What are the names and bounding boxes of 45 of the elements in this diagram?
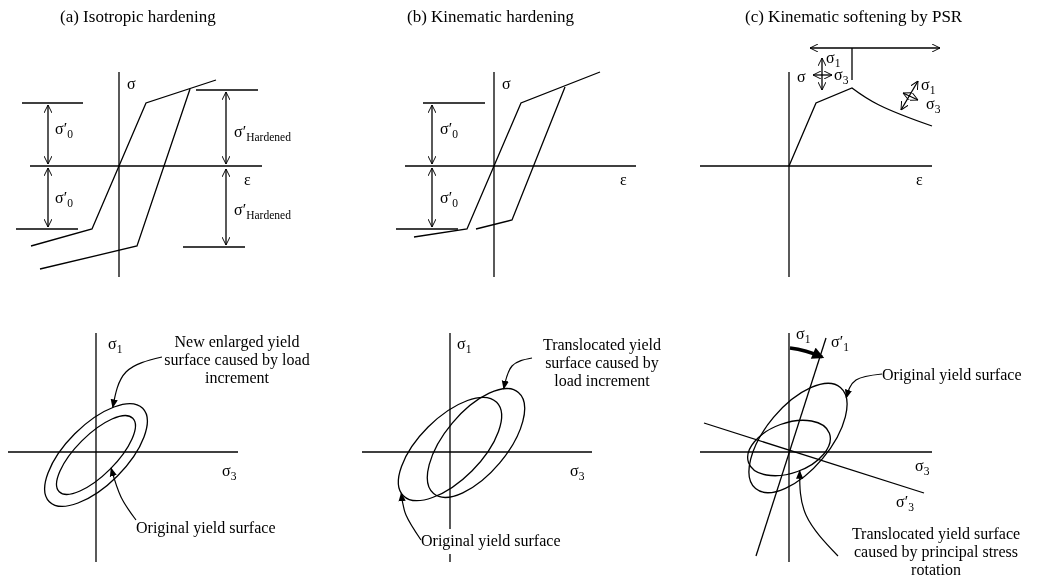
axis-label: ε — [916, 172, 923, 188]
stress-label: σ$_{1}$ — [921, 77, 936, 97]
stress-label: σ$_{3}$ — [834, 67, 849, 87]
leader-line — [110, 356, 163, 409]
axis-label: σ — [502, 76, 511, 92]
panel-title: (a) Isotropic hardening — [60, 8, 216, 25]
yield-surface-ellipse — [397, 396, 503, 502]
axis-label: σ′$_{1}$ — [831, 334, 849, 354]
axis-label: σ$_{1}$ — [108, 336, 123, 356]
yield-surface-ellipse — [747, 382, 848, 494]
panel-title: (b) Kinematic hardening — [407, 8, 575, 25]
axis-label: σ — [797, 69, 806, 85]
yield-surface-ellipse — [747, 419, 831, 477]
axis-label: σ — [127, 76, 136, 92]
stress-label: σ′$_{0}$ — [440, 121, 458, 141]
leader-line — [796, 469, 839, 557]
stress-label: σ′$_{Hardened}$ — [234, 124, 291, 144]
stress-label: σ′$_{0}$ — [55, 190, 73, 210]
axis-label: σ$_{1}$ — [457, 336, 472, 356]
callout-text: Original yield surface — [882, 366, 1022, 384]
axis-label: σ$_{1}$ — [796, 326, 811, 346]
axis-label: σ$_{3}$ — [570, 463, 585, 483]
callout-text: Original yield surface — [421, 532, 561, 550]
leader-line — [398, 492, 422, 541]
axis-label: ε — [244, 172, 251, 188]
callout-text: Translocated yield surface caused by load increment — [532, 336, 672, 390]
axis-label: ε — [620, 172, 627, 188]
stress-label: σ$_{1}$ — [826, 50, 841, 70]
stress-label: σ′$_{0}$ — [55, 121, 73, 141]
leader-line — [109, 467, 137, 521]
stress-label: σ$_{3}$ — [926, 96, 941, 116]
yield-surface-ellipse — [426, 388, 526, 498]
stress-label: σ′$_{Hardened}$ — [234, 202, 291, 222]
axis-label: σ$_{3}$ — [915, 458, 930, 478]
yield-surface-ellipse — [55, 414, 137, 496]
yield-surface-ellipse — [44, 403, 148, 507]
leader-line — [844, 373, 883, 399]
panel-title: (c) Kinematic softening by PSR — [745, 8, 963, 25]
callout-text: Original yield surface — [136, 519, 276, 537]
leader-line — [501, 357, 533, 390]
callout-text: New enlarged yield surface caused by load increment — [162, 333, 312, 387]
axis-label: σ′$_{3}$ — [896, 494, 914, 514]
axis-label: σ$_{3}$ — [222, 463, 237, 483]
stress-label: σ′$_{0}$ — [440, 190, 458, 210]
callout-text: Translocated yield surface caused by principal stress rotation — [838, 525, 1034, 579]
